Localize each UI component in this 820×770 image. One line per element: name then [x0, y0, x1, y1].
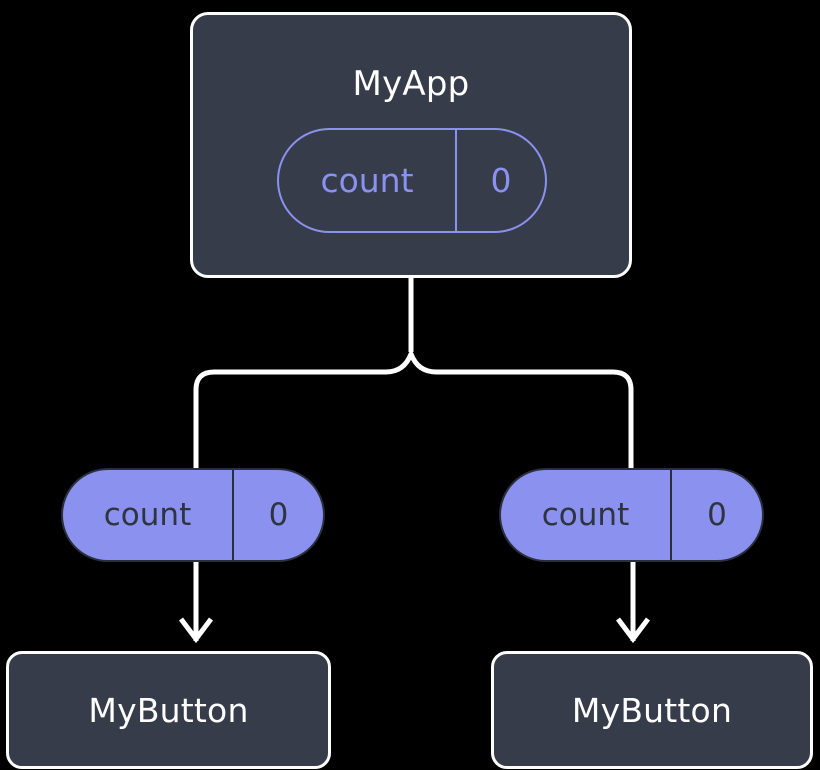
arrow-head-left — [179, 617, 213, 644]
prop-pill-left[interactable]: count 0 — [61, 468, 325, 562]
component-title-mybutton-right: MyButton — [571, 690, 733, 730]
prop-pill-right-key: count — [501, 470, 672, 560]
prop-pill-left-value: 0 — [268, 496, 289, 533]
branch-wire — [193, 351, 634, 471]
component-box-mybutton-right[interactable]: MyButton — [491, 651, 813, 769]
state-pill-key: count — [279, 130, 457, 231]
state-pill-value: 0 — [490, 161, 512, 200]
component-box-myapp[interactable]: MyApp — [190, 12, 632, 278]
state-pill-myapp[interactable]: count 0 — [277, 128, 547, 233]
prop-pill-left-key: count — [63, 470, 234, 560]
prop-pill-right-value: 0 — [707, 496, 727, 533]
prop-pill-right[interactable]: count 0 — [499, 468, 764, 562]
component-title-myapp: MyApp — [352, 64, 470, 104]
arrow-head-right — [616, 617, 650, 644]
component-box-mybutton-left[interactable]: MyButton — [6, 651, 331, 769]
component-title-mybutton-left: MyButton — [88, 690, 249, 730]
